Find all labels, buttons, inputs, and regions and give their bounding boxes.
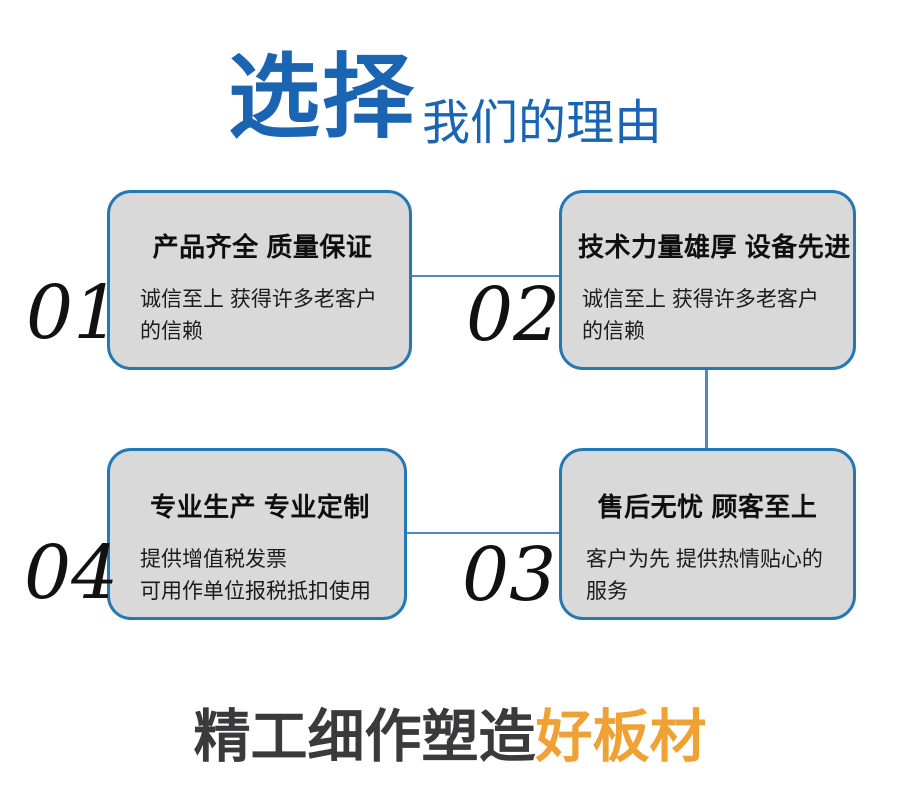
feature-card-03: 售后无忧 顾客至上 客户为先 提供热情贴心的 服务 bbox=[559, 448, 856, 620]
footer-headline: 精工细作塑造好板材 bbox=[0, 702, 900, 773]
card-title: 技术力量雄厚 设备先进 bbox=[578, 232, 851, 262]
footer-text-accent: 好板材 bbox=[535, 705, 707, 769]
card-number-03: 03 bbox=[462, 532, 557, 618]
card-title: 售后无忧 顾客至上 bbox=[597, 492, 818, 522]
card-body: 诚信至上 获得许多老客户 的信赖 bbox=[140, 288, 377, 343]
card-title: 专业生产 专业定制 bbox=[150, 492, 370, 522]
page-title-sub: 我们的理由 bbox=[422, 97, 663, 150]
card-number-02: 02 bbox=[466, 272, 561, 358]
card-body: 提供增值税发票 可用作单位报税抵扣使用 bbox=[140, 548, 371, 603]
card-number-01: 01 bbox=[26, 270, 121, 356]
feature-card-04: 专业生产 专业定制 提供增值税发票 可用作单位报税抵扣使用 bbox=[107, 448, 407, 620]
card-title: 产品齐全 质量保证 bbox=[152, 232, 373, 262]
page-title-main: 选择 bbox=[228, 47, 417, 149]
card-number-04: 04 bbox=[24, 530, 119, 616]
card-body: 客户为先 提供热情贴心的 服务 bbox=[586, 548, 823, 603]
connector-line-top bbox=[410, 275, 561, 277]
connector-line-bottom bbox=[405, 532, 561, 534]
card-body: 诚信至上 获得许多老客户 的信赖 bbox=[582, 288, 819, 343]
feature-card-01: 产品齐全 质量保证 诚信至上 获得许多老客户 的信赖 bbox=[107, 190, 412, 370]
footer-text-dark: 精工细作塑造 bbox=[193, 705, 536, 769]
connector-line-vertical bbox=[705, 368, 708, 450]
feature-card-02: 技术力量雄厚 设备先进 诚信至上 获得许多老客户 的信赖 bbox=[559, 190, 856, 370]
